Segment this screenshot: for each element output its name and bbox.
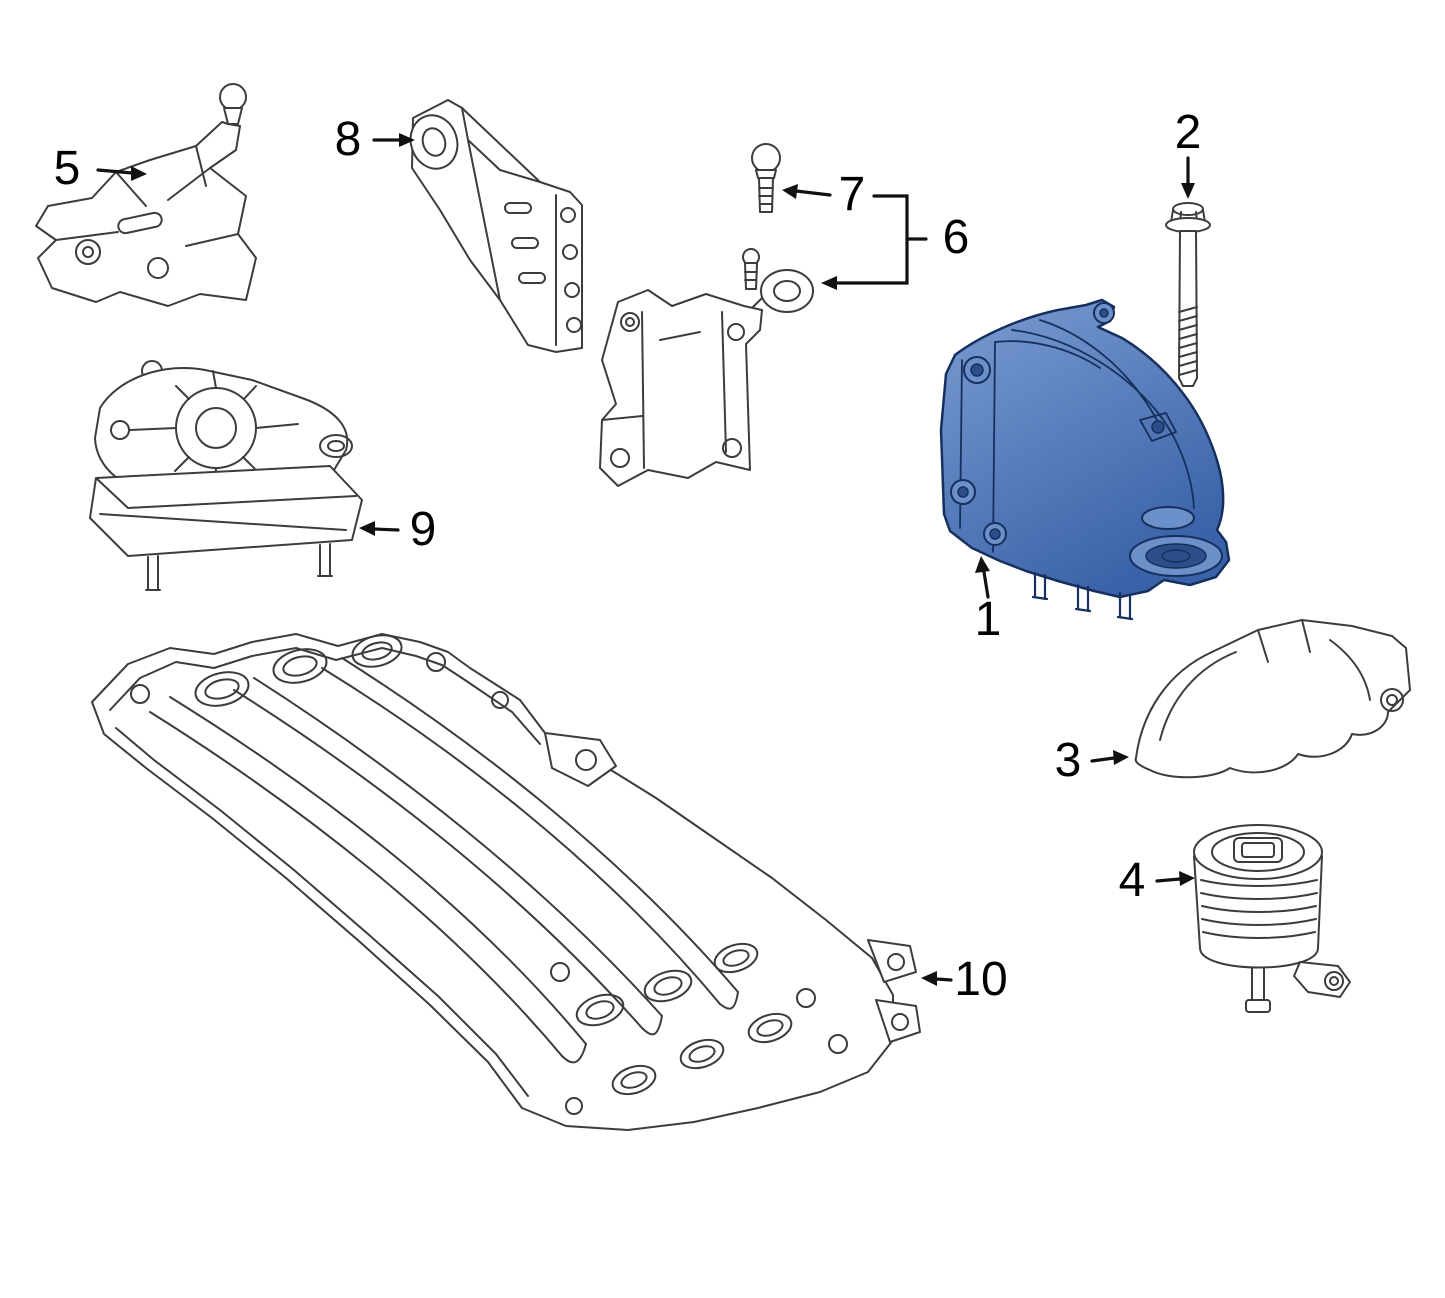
arrowhead-7 <box>782 184 798 199</box>
part-5-bracket[interactable] <box>35 83 257 307</box>
callout-8[interactable]: 8 <box>334 113 362 166</box>
callout-1[interactable]: 1 <box>974 593 1002 646</box>
callout-2[interactable]: 2 <box>1174 106 1202 159</box>
leader-7 <box>794 189 832 197</box>
part-2-bolt[interactable] <box>1165 202 1211 387</box>
callout-7[interactable]: 7 <box>838 168 866 221</box>
arrowhead-4 <box>1179 871 1195 886</box>
leader-4 <box>1155 877 1182 883</box>
part-6-bracket-assembly[interactable] <box>599 143 814 487</box>
part-7-ball-stud[interactable] <box>751 143 781 213</box>
callout-5[interactable]: 5 <box>53 142 81 195</box>
part-9-engine-mount[interactable] <box>89 360 363 591</box>
leader-9 <box>372 527 400 532</box>
callout-9[interactable]: 9 <box>409 503 437 556</box>
callout-3[interactable]: 3 <box>1054 734 1082 787</box>
arrowhead-8 <box>399 133 415 147</box>
part-3-heat-shield[interactable] <box>1134 619 1411 779</box>
arrowhead-1 <box>975 556 990 573</box>
part-4-round-engine-mount[interactable] <box>1193 824 1351 1013</box>
callout-10[interactable]: 10 <box>954 953 1008 1006</box>
leader-1 <box>982 570 990 599</box>
arrowhead-5 <box>131 166 147 181</box>
arrowhead-6 <box>821 276 837 290</box>
part-8-bracket[interactable] <box>404 99 583 353</box>
arrowhead-10 <box>921 971 937 986</box>
callout-leaders <box>96 133 1195 986</box>
part-1-transmission-mount-bracket[interactable] <box>939 298 1231 621</box>
callout-4[interactable]: 4 <box>1118 854 1146 907</box>
callout-6[interactable]: 6 <box>942 211 970 264</box>
arrowhead-9 <box>359 521 375 536</box>
leader-3 <box>1090 756 1116 763</box>
arrowhead-2 <box>1181 183 1195 199</box>
arrowhead-3 <box>1113 750 1129 765</box>
leader-10 <box>934 977 953 982</box>
part-10-crossmember[interactable] <box>91 630 921 1131</box>
leader-5 <box>96 168 134 175</box>
